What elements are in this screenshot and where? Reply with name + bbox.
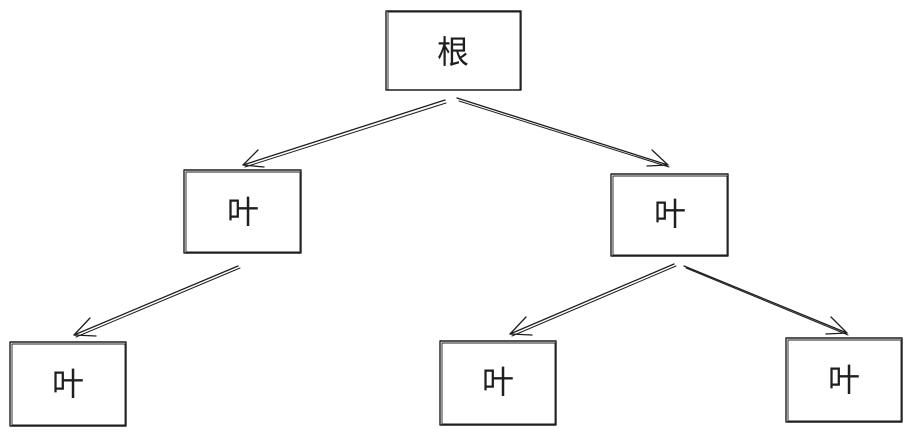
edge-root-to-leaf-left bbox=[242, 99, 447, 168]
node-leaf-right-child-a-label: 叶 bbox=[482, 363, 514, 401]
node-leaf-right-label: 叶 bbox=[654, 195, 686, 233]
edge-root-to-leaf-right bbox=[456, 97, 670, 168]
node-leaf-left-label: 叶 bbox=[227, 193, 259, 231]
node-root: 根 bbox=[385, 10, 522, 91]
node-leaf-left: 叶 bbox=[183, 169, 302, 254]
node-leaf-left-child: 叶 bbox=[9, 341, 127, 427]
node-leaf-left-child-label: 叶 bbox=[52, 365, 84, 403]
edge-leaf-left-to-child bbox=[73, 265, 241, 338]
edge-leaf-right-to-child-b bbox=[683, 265, 849, 336]
node-root-label: 根 bbox=[437, 33, 469, 71]
node-leaf-right-child-b: 叶 bbox=[785, 337, 903, 423]
edge-leaf-right-to-child-a bbox=[509, 263, 677, 337]
node-leaf-right-child-a: 叶 bbox=[439, 340, 557, 426]
node-leaf-right-child-b-label: 叶 bbox=[828, 361, 860, 399]
node-leaf-right: 叶 bbox=[610, 173, 729, 257]
